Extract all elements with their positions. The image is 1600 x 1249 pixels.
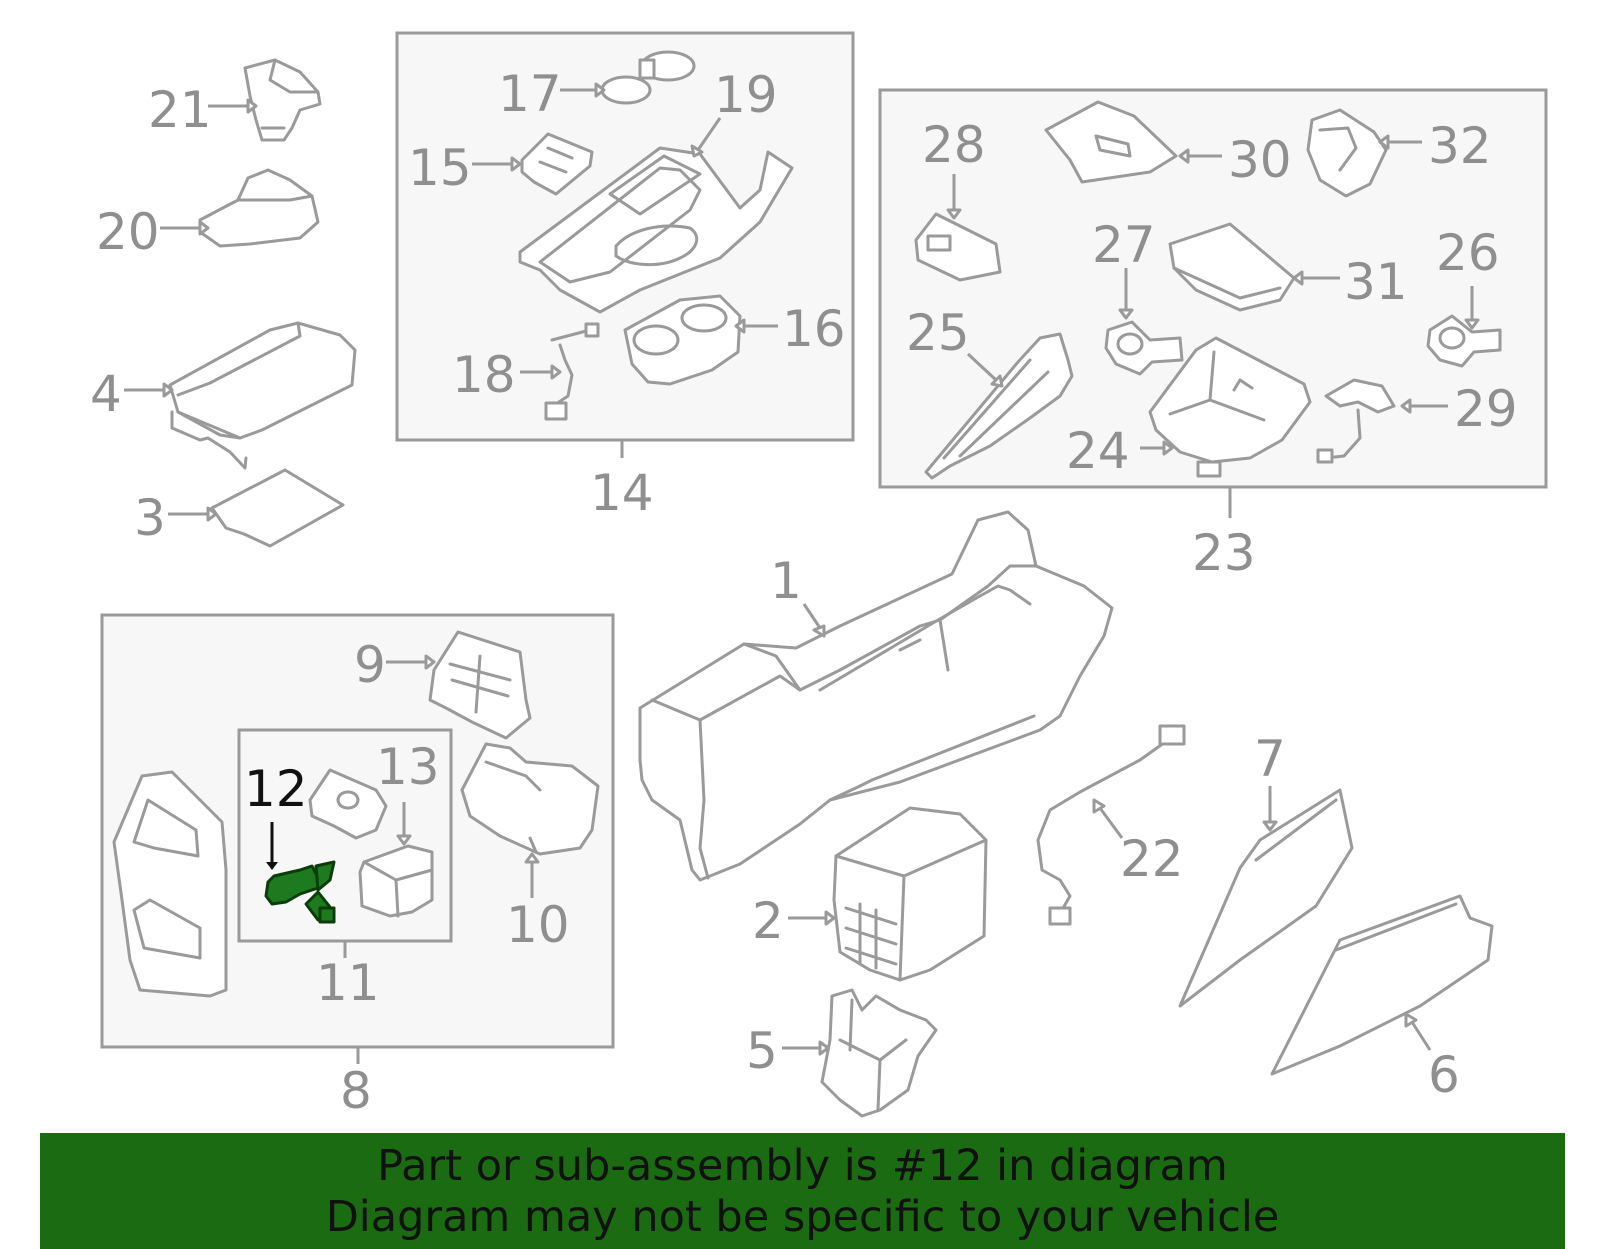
- callout-13: 13: [376, 738, 440, 796]
- callout-20: 20: [96, 203, 160, 261]
- part-12-highlighted-charger[interactable]: [264, 860, 336, 924]
- part-26-outlet: [1426, 314, 1502, 368]
- part-22-wire-harness: [1036, 724, 1186, 926]
- part-8-rear-console-panel: [112, 770, 228, 998]
- part-5-bracket: [820, 988, 938, 1118]
- part-32-switch-module: [1306, 108, 1388, 198]
- callout-5: 5: [746, 1022, 778, 1080]
- callout-26: 26: [1436, 224, 1500, 282]
- part-25-trim-strip: [924, 332, 1074, 480]
- part-4-armrest: [168, 321, 357, 470]
- part-1-console-body: [638, 510, 1114, 882]
- callout-9: 9: [354, 636, 386, 694]
- callout-30: 30: [1228, 131, 1292, 189]
- callout-14: 14: [590, 464, 654, 522]
- callout-8: 8: [340, 1062, 372, 1120]
- callout-2: 2: [752, 892, 784, 950]
- callout-25: 25: [906, 304, 970, 362]
- part-27-outlet: [1104, 320, 1184, 376]
- part-28-switch: [914, 212, 1002, 282]
- callout-1: 1: [770, 552, 802, 610]
- part-19-console-panel: [518, 146, 794, 314]
- callout-27: 27: [1092, 216, 1156, 274]
- part-17-cupholder-rings: [600, 50, 696, 105]
- callout-11: 11: [316, 954, 380, 1012]
- part-18-wire-harness: [544, 322, 600, 421]
- part-24-storage-bin: [1148, 336, 1312, 478]
- callout-17: 17: [498, 65, 562, 123]
- callout-7: 7: [1254, 730, 1286, 788]
- callout-21: 21: [148, 81, 212, 139]
- part-9-vent: [428, 630, 532, 740]
- info-banner: Part or sub-assembly is #12 in diagram D…: [40, 1133, 1565, 1249]
- callout-3: 3: [134, 489, 166, 547]
- callout-16: 16: [782, 300, 846, 358]
- part-20-shift-boot: [198, 168, 320, 248]
- callout-22: 22: [1120, 830, 1184, 888]
- part-7-side-trim: [1178, 788, 1354, 1008]
- part-30-trim-panel: [1044, 100, 1178, 184]
- part-11-bracket-plate: [308, 768, 388, 840]
- callout-23: 23: [1192, 524, 1256, 582]
- part-3-pad: [210, 468, 345, 548]
- banner-line-1: Part or sub-assembly is #12 in diagram: [377, 1141, 1228, 1191]
- callout-4: 4: [90, 365, 122, 423]
- part-31-storage-lid: [1168, 222, 1296, 312]
- part-2-storage-box: [832, 806, 988, 982]
- callout-10: 10: [506, 896, 570, 954]
- banner-line-2: Diagram may not be specific to your vehi…: [325, 1192, 1280, 1242]
- part-10-rear-panel: [460, 742, 600, 856]
- callout-24: 24: [1066, 422, 1130, 480]
- callout-29: 29: [1454, 380, 1518, 438]
- part-15-switch: [520, 132, 594, 196]
- callout-18: 18: [452, 346, 516, 404]
- callout-15: 15: [408, 139, 472, 197]
- callout-12[interactable]: 12: [244, 760, 308, 818]
- callout-6: 6: [1428, 1046, 1460, 1104]
- callout-32: 32: [1428, 117, 1492, 175]
- part-21-shift-knob: [243, 58, 322, 142]
- part-13-outlet-switch: [358, 844, 434, 918]
- leader-lines: [124, 82, 1480, 1056]
- callout-19: 19: [714, 66, 778, 124]
- callout-31: 31: [1344, 253, 1408, 311]
- part-16-cupholder-tray: [623, 294, 742, 386]
- part-6-side-trim: [1270, 894, 1494, 1076]
- callout-28: 28: [922, 116, 986, 174]
- part-29-harness: [1316, 378, 1396, 464]
- callout-numbers: 21 20 4 3 17 19 15 16 18 14 28 30 32 27 …: [90, 65, 1518, 1120]
